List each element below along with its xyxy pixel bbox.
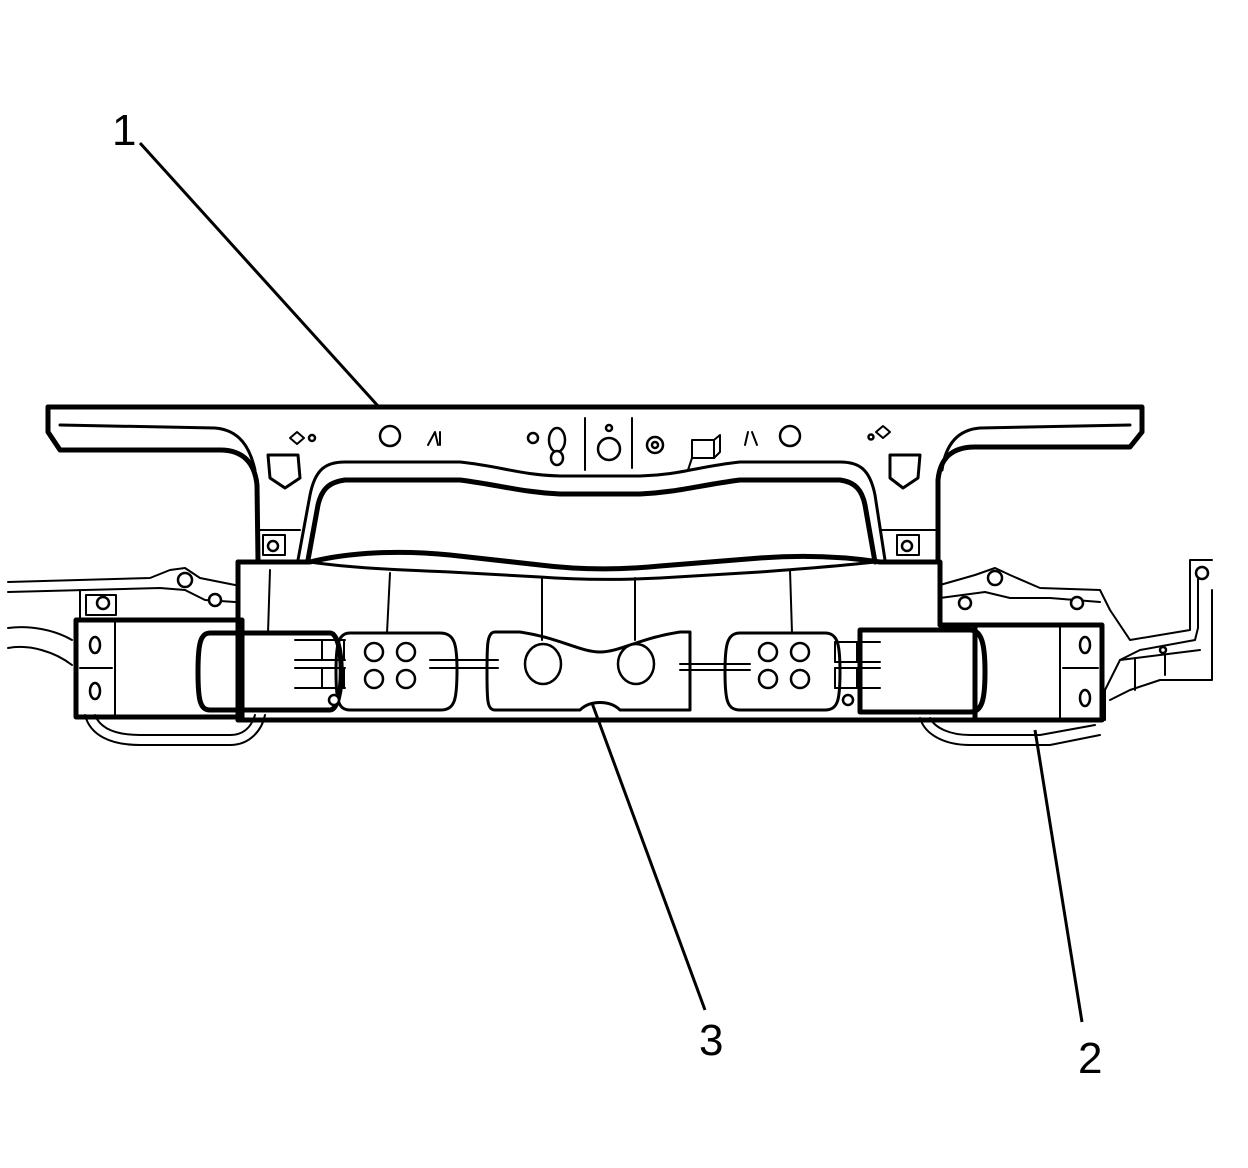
left-side-bracket	[73, 617, 245, 720]
upper-tie-bar	[45, 404, 1145, 565]
lower-crossmember	[195, 549, 988, 723]
right-body-panel	[919, 559, 1213, 746]
callout-label-3: 3	[699, 1016, 723, 1065]
callout-label-1: 1	[112, 106, 136, 155]
left-body-panel	[7, 567, 266, 746]
right-side-bracket	[972, 622, 1105, 723]
leader-2	[1033, 729, 1084, 1023]
callout-leaders	[138, 141, 1084, 1023]
leader-1	[138, 141, 380, 408]
callout-label-2: 2	[1078, 1034, 1102, 1083]
leader-3	[590, 702, 707, 1011]
